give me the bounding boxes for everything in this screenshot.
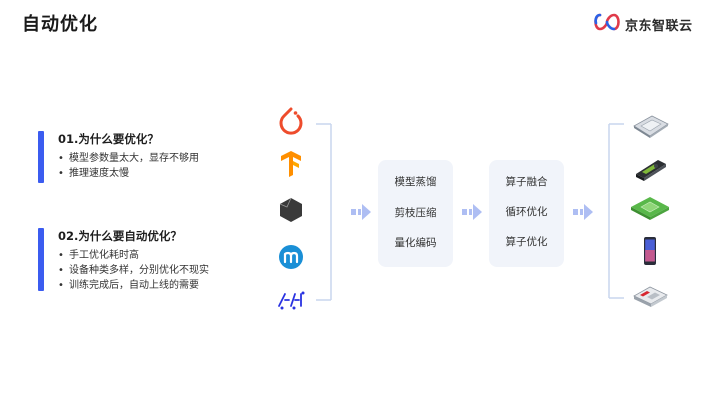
section-accent-bar xyxy=(38,228,44,291)
geometric-polyhedron-icon xyxy=(276,195,306,225)
stage-item: 量化编码 xyxy=(394,237,437,249)
cpu-chip-icon xyxy=(628,111,672,141)
tensorflow-icon xyxy=(276,149,306,179)
paddle-icon xyxy=(276,285,306,315)
operator-optimization-box: 算子融合 循环优化 算子优化 xyxy=(489,160,564,267)
pytorch-icon xyxy=(276,106,306,136)
smartphone-icon xyxy=(628,236,672,266)
stage-item: 剪枝压缩 xyxy=(394,207,437,219)
model-optimization-box: 模型蒸馏 剪枝压缩 量化编码 xyxy=(378,160,453,267)
stage-item: 算子优化 xyxy=(505,236,548,248)
list-item: 模型参数量太大，显存不够用 xyxy=(58,151,199,166)
list-item: 推理速度太慢 xyxy=(58,166,199,181)
mxnet-icon xyxy=(276,242,306,272)
list-item: 手工优化耗时高 xyxy=(58,248,209,263)
section-accent-bar xyxy=(38,131,44,183)
stage-item: 循环优化 xyxy=(505,206,548,218)
stage-item: 模型蒸馏 xyxy=(394,176,437,188)
flow-arrow-icon xyxy=(462,204,482,220)
list-item: 训练完成后，自动上线的需要 xyxy=(58,278,209,293)
fpga-chip-icon xyxy=(628,281,672,311)
stage-item: 算子融合 xyxy=(505,176,548,188)
bullet-list: 手工优化耗时高 设备种类多样，分别优化不现实 训练完成后，自动上线的需要 xyxy=(58,248,209,293)
brand: 京东智联云 xyxy=(592,12,693,36)
jd-cloud-logo-icon xyxy=(592,12,622,36)
brand-name: 京东智联云 xyxy=(625,18,693,34)
framework-bracket xyxy=(316,123,332,301)
flow-arrow-icon xyxy=(573,204,593,220)
section-heading: 01.为什么要优化？ xyxy=(58,132,159,146)
bullet-list: 模型参数量太大，显存不够用 推理速度太慢 xyxy=(58,151,199,181)
section-heading: 02.为什么要自动优化？ xyxy=(58,229,182,243)
gpu-card-icon xyxy=(628,155,672,185)
flow-arrow-icon xyxy=(351,204,371,220)
page-title: 自动优化 xyxy=(22,14,98,35)
ai-chip-icon xyxy=(628,193,672,223)
list-item: 设备种类多样，分别优化不现实 xyxy=(58,263,209,278)
hardware-bracket xyxy=(608,123,624,299)
